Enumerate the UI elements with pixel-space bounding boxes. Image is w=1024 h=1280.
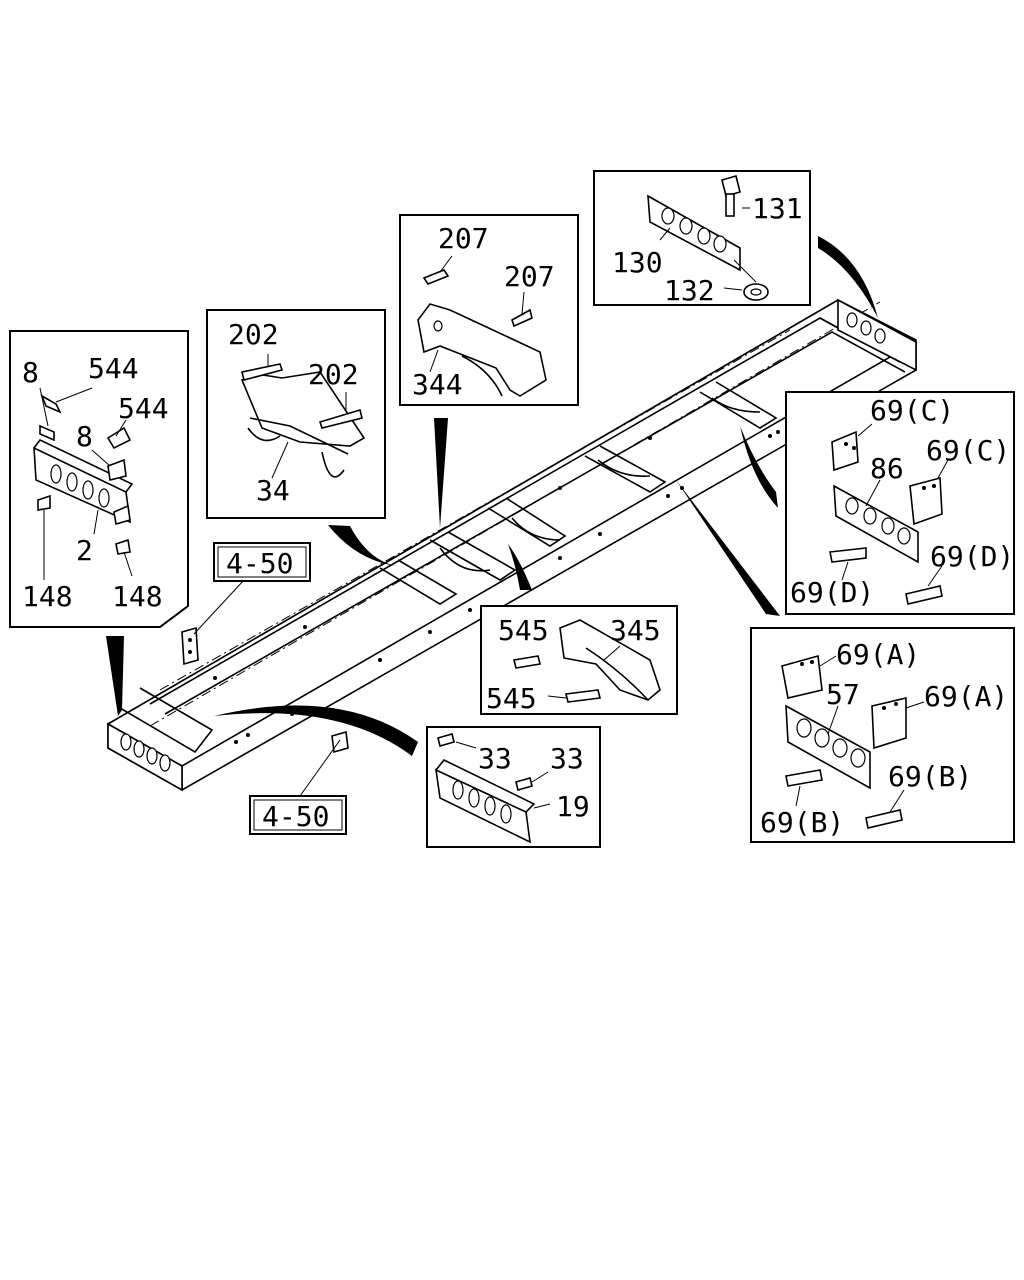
callout-33: 33 <box>478 742 512 775</box>
detail-box-crossmember-57: 69(A) 69(A) 57 69(B) 69(B) <box>750 627 1015 843</box>
callout-131: 131 <box>752 192 803 225</box>
callout-33: 33 <box>550 742 584 775</box>
callout-207: 207 <box>438 222 489 255</box>
callout-69a: 69(A) <box>836 638 920 671</box>
reference-box-upper: 4-50 <box>213 542 311 582</box>
reference-label: 4-50 <box>226 547 293 580</box>
reference-box-lower: 4-50 <box>249 795 347 835</box>
callout-207: 207 <box>504 260 555 293</box>
front-crossmember-holes <box>120 733 171 772</box>
bracket-lower <box>331 730 349 754</box>
callout-69c: 69(C) <box>870 394 954 427</box>
callout-69c: 69(C) <box>926 434 1010 467</box>
detail-box-crossmember-130: 131 130 132 <box>593 170 811 307</box>
callout-202: 202 <box>228 318 279 351</box>
callout-57: 57 <box>826 678 860 711</box>
callout-86: 86 <box>870 452 904 485</box>
reference-label: 4-50 <box>262 800 329 833</box>
callout-202: 202 <box>308 358 359 391</box>
callout-545: 545 <box>486 682 537 715</box>
detail-box-crossmember-86: 69(C) 69(C) 86 69(D) 69(D) <box>785 391 1015 615</box>
callout-69b: 69(B) <box>888 760 972 793</box>
callout-344: 344 <box>412 368 463 401</box>
callout-69d: 69(D) <box>930 540 1014 573</box>
callout-130: 130 <box>612 246 663 279</box>
detail-box-front-crossmember: 8 544 544 8 2 148 148 <box>9 330 189 628</box>
callout-2: 2 <box>76 534 93 567</box>
callout-132: 132 <box>664 274 715 307</box>
callout-545: 545 <box>498 614 549 647</box>
callout-34: 34 <box>256 474 290 507</box>
bracket-upper <box>181 626 199 666</box>
callout-8: 8 <box>76 420 93 453</box>
callout-69b: 69(B) <box>760 806 844 839</box>
detail-box-crossmember-34: 202 202 34 <box>206 309 386 519</box>
callout-69a: 69(A) <box>924 680 1008 713</box>
detail-box-crossmember-345: 545 345 545 <box>480 605 678 715</box>
detail-box-crossmember-19: 33 33 19 <box>426 726 601 848</box>
callout-544: 544 <box>118 392 169 425</box>
detail-box-crossmember-344: 207 207 344 <box>399 214 579 406</box>
main-frame <box>106 298 918 792</box>
callout-345: 345 <box>610 614 661 647</box>
callout-544: 544 <box>88 352 139 385</box>
rear-crossmember-holes <box>846 312 886 344</box>
leader-wedges <box>106 236 878 756</box>
callout-8: 8 <box>22 356 39 389</box>
callout-19: 19 <box>556 790 590 823</box>
callout-148: 148 <box>22 580 73 613</box>
callout-148: 148 <box>112 580 163 613</box>
callout-69d: 69(D) <box>790 576 874 609</box>
